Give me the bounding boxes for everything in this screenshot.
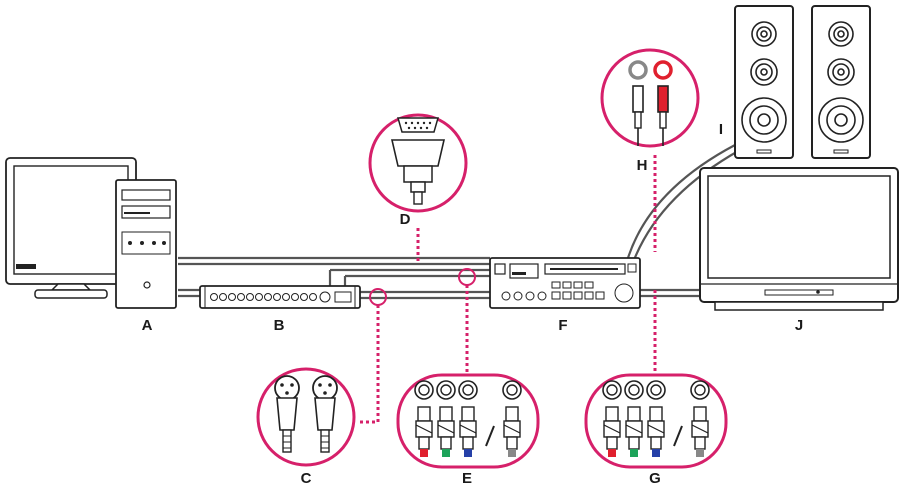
breakout-box-icon [199, 285, 361, 309]
xlr-connectors-icon [256, 367, 356, 467]
television-icon [699, 167, 899, 311]
cables [178, 144, 741, 300]
label-c: C [301, 470, 312, 487]
label-f: F [558, 317, 567, 334]
computer-icon [5, 157, 177, 309]
label-j: J [795, 317, 803, 334]
label-a: A [142, 317, 153, 334]
cable-markers [369, 268, 476, 306]
label-e: E [462, 470, 472, 487]
video-deck-icon [489, 257, 641, 309]
letter-labels: A B C D E F G H I J [142, 121, 804, 487]
component-connectors-g-icon [584, 373, 728, 469]
label-b: B [274, 317, 285, 334]
label-d: D [400, 211, 411, 228]
label-h: H [637, 157, 648, 174]
label-g: G [649, 470, 661, 487]
component-connectors-e-icon [396, 373, 540, 469]
serial-connector-icon [368, 113, 468, 213]
dotted-leaders [358, 155, 657, 424]
speakers-icon [734, 5, 871, 159]
rca-connectors-icon [600, 48, 700, 148]
label-i: I [719, 121, 723, 138]
